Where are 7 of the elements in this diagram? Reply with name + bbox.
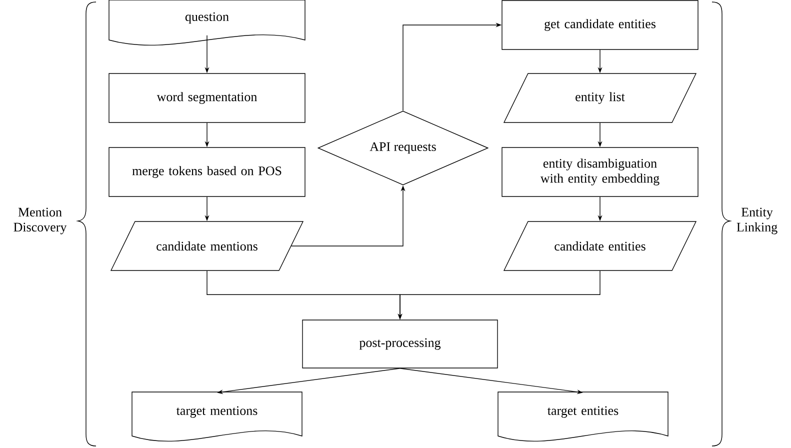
process-box: word segmentation: [108, 73, 306, 123]
process-box: get candidate entities: [502, 0, 698, 50]
side-label: Entity Linking: [736, 208, 778, 234]
process-box: merge tokens based on POS: [108, 147, 306, 197]
side-label: Mention Discovery: [14, 208, 67, 234]
process-box: entity disambiguation with entity embedding: [502, 147, 698, 197]
process-box: post-processing: [302, 320, 498, 368]
